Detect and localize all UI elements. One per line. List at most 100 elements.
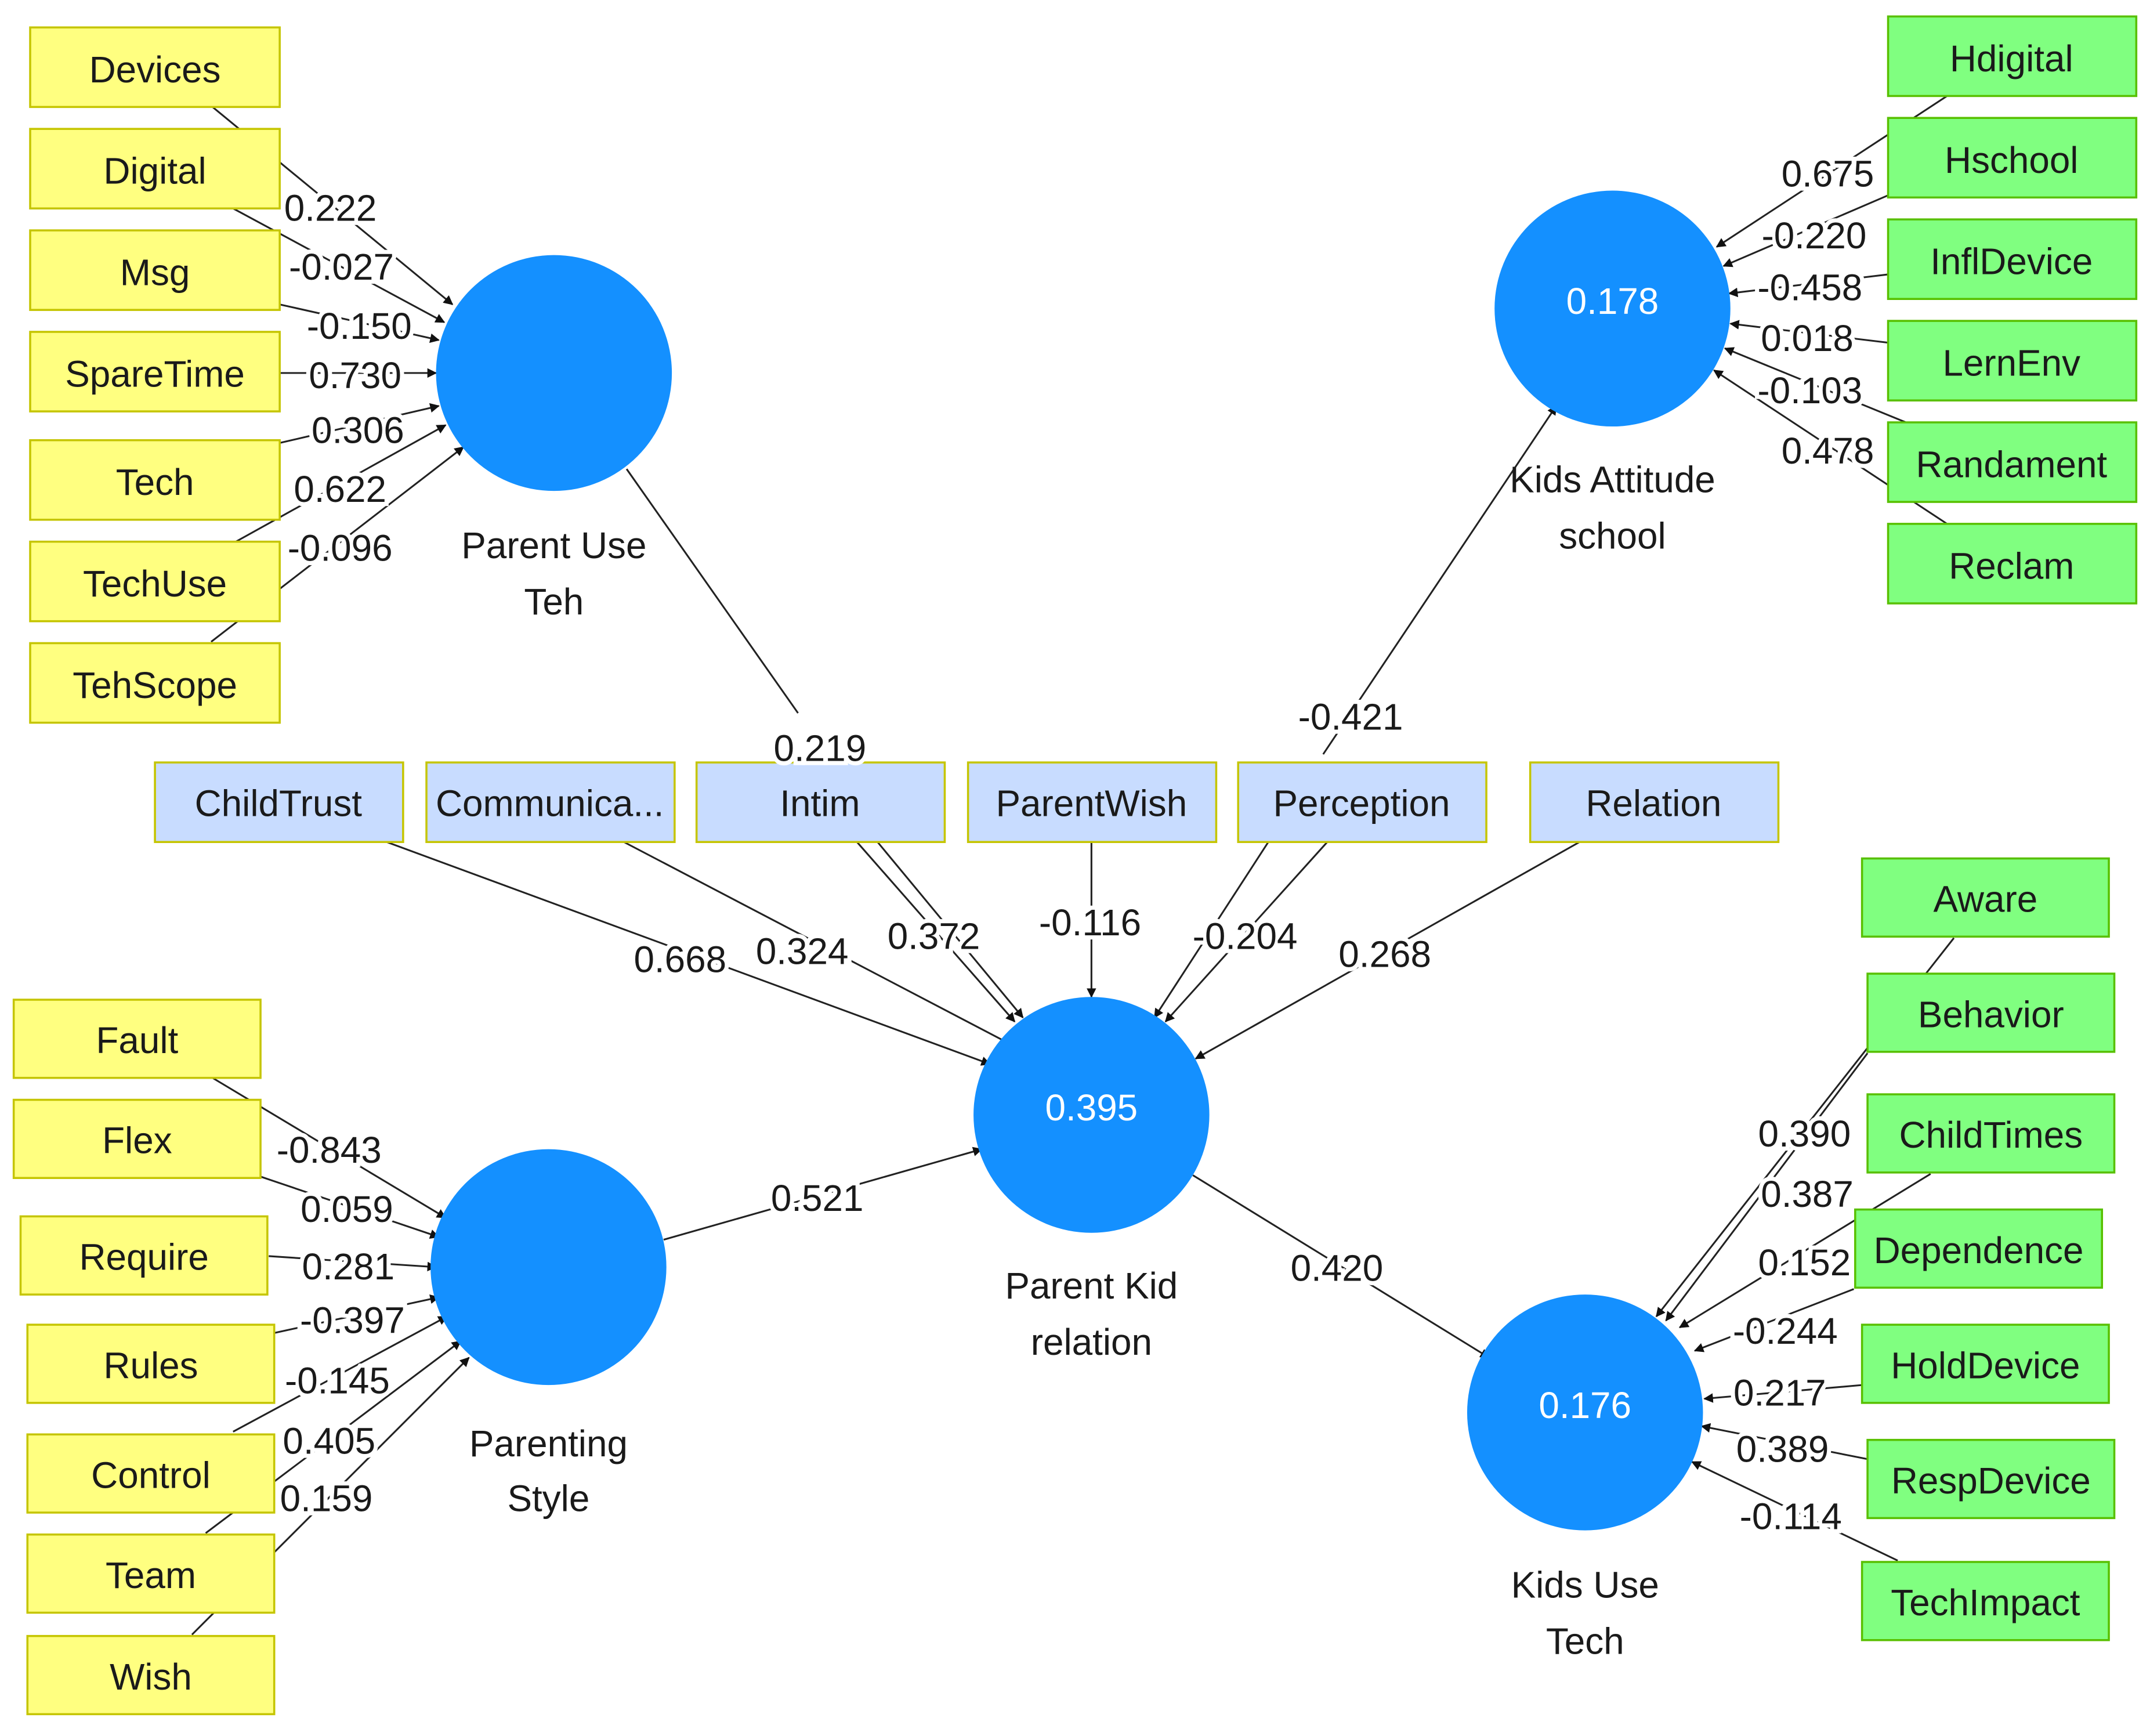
svg-text:Fault: Fault (96, 1019, 178, 1061)
weight-label: 0.389 (1736, 1428, 1829, 1470)
svg-text:Randament: Randament (1916, 443, 2107, 485)
weight-label: 0.222 (284, 187, 377, 229)
weight-label: 0.324 (756, 931, 849, 972)
weight-label: 0.152 (1758, 1242, 1851, 1283)
weight-label: 0.306 (312, 409, 404, 451)
indicator-team[interactable]: Team (26, 1533, 276, 1614)
path-coefficient: 0.420 (1291, 1247, 1384, 1289)
indicator-tehscope[interactable]: TehScope (29, 642, 281, 724)
svg-text:Control: Control (91, 1454, 211, 1496)
indicator-fault[interactable]: Fault (12, 999, 262, 1079)
svg-text:SpareTime: SpareTime (65, 353, 245, 395)
latent-construct-kids-attitude-school[interactable]: 0.178 Kids Attitude school (1494, 190, 1731, 557)
svg-text:Hschool: Hschool (1945, 139, 2079, 181)
svg-text:Rules: Rules (103, 1344, 198, 1386)
svg-text:HoldDevice: HoldDevice (1891, 1344, 2080, 1386)
indicator-hdigital[interactable]: Hdigital (1887, 15, 2138, 97)
indicator-reclam[interactable]: Reclam (1887, 523, 2138, 605)
r-squared-value: 0.395 (1045, 1087, 1138, 1129)
svg-text:RespDevice: RespDevice (1891, 1460, 2091, 1502)
weight-label: -0.220 (1761, 215, 1866, 256)
weight-label: 0.059 (301, 1188, 393, 1230)
svg-text:Flex: Flex (102, 1120, 172, 1162)
weight-label: 0.668 (634, 939, 726, 981)
svg-text:Hdigital: Hdigital (1950, 38, 2073, 79)
indicator-dependence[interactable]: Dependence (1854, 1208, 2104, 1289)
weight-labels: 0.222 -0.027 -0.150 0.730 0.306 0.622 -0… (273, 149, 1878, 1541)
svg-text:Devices: Devices (89, 49, 221, 91)
r-squared-value: 0.176 (1539, 1384, 1631, 1426)
latent-construct-parenting-style[interactable]: Parenting Style (430, 1149, 667, 1520)
construct-name-line1: Kids Attitude (1510, 458, 1715, 500)
indicator-perception[interactable]: Perception (1237, 761, 1487, 843)
weight-label: -0.096 (288, 527, 393, 569)
construct-name-line1: Parent Use (461, 525, 646, 566)
connector-lines (191, 95, 1955, 1636)
indicator-intim[interactable]: Intim (695, 761, 946, 843)
indicator-childtimes[interactable]: ChildTimes (1866, 1093, 2116, 1174)
weight-label: 0.405 (283, 1420, 375, 1462)
weight-label: 0.268 (1338, 933, 1431, 975)
svg-text:Behavior: Behavior (1918, 993, 2064, 1035)
svg-text:Digital: Digital (103, 150, 206, 192)
weight-label: 0.675 (1782, 153, 1874, 194)
svg-text:LernEnv: LernEnv (1942, 342, 2080, 384)
svg-text:Reclam: Reclam (1949, 545, 2074, 587)
indicator-parentwish[interactable]: ParentWish (967, 761, 1218, 843)
latent-construct-parent-use-teh[interactable]: Parent Use Teh (436, 255, 672, 623)
indicator-sparetime[interactable]: SpareTime (29, 331, 281, 413)
construct-name-line1: Parenting (469, 1423, 628, 1464)
svg-text:Perception: Perception (1273, 782, 1450, 824)
indicator-require[interactable]: Require (19, 1215, 269, 1296)
weight-label: -0.204 (1193, 916, 1298, 957)
weight-label: 0.622 (294, 468, 386, 510)
path-coefficient: 0.521 (771, 1177, 864, 1219)
indicator-aware[interactable]: Aware (1861, 857, 2110, 938)
weight-label: -0.244 (1733, 1310, 1838, 1352)
weight-label: 0.730 (309, 355, 401, 396)
indicator-respdevice[interactable]: RespDevice (1866, 1438, 2116, 1520)
indicator-wish[interactable]: Wish (26, 1634, 276, 1716)
svg-text:Dependence: Dependence (1874, 1229, 2084, 1271)
indicator-randament[interactable]: Randament (1887, 421, 2138, 503)
latent-construct-kids-use-tech[interactable]: 0.176 Kids Use Tech (1467, 1294, 1703, 1662)
indicator-communication[interactable]: Communica... (425, 761, 676, 843)
construct-name-line2: Style (507, 1478, 589, 1520)
weight-label: -0.458 (1757, 267, 1862, 309)
indicator-digital[interactable]: Digital (29, 128, 281, 210)
indicator-tech[interactable]: Tech (29, 439, 281, 521)
svg-text:ChildTimes: ChildTimes (1899, 1114, 2083, 1156)
indicator-infldevice[interactable]: InflDevice (1887, 218, 2138, 301)
latent-construct-parent-kid-relation[interactable]: 0.395 Parent Kid relation (973, 997, 1210, 1363)
indicator-hschool[interactable]: Hschool (1887, 117, 2138, 199)
construct-name-line1: Parent Kid (1005, 1265, 1178, 1307)
indicator-childtrust[interactable]: ChildTrust (154, 761, 404, 843)
weight-label: 0.387 (1761, 1173, 1854, 1215)
weight-label: -0.397 (300, 1299, 405, 1341)
svg-text:Team: Team (106, 1554, 196, 1596)
svg-text:Tech: Tech (116, 461, 194, 503)
indicator-rules[interactable]: Rules (26, 1323, 276, 1404)
r-squared-value: 0.178 (1566, 280, 1659, 322)
weight-label: 0.390 (1758, 1113, 1851, 1155)
indicator-techimpact[interactable]: TechImpact (1861, 1561, 2110, 1641)
indicator-lernenv[interactable]: LernEnv (1887, 320, 2138, 402)
indicator-techuse[interactable]: TechUse (29, 540, 281, 623)
indicator-flex[interactable]: Flex (12, 1098, 262, 1180)
svg-text:Require: Require (79, 1236, 208, 1278)
weight-label: -0.843 (277, 1129, 382, 1171)
construct-name-line2: school (1559, 515, 1666, 556)
svg-text:InflDevice: InflDevice (1930, 241, 2093, 283)
weight-label: 0.018 (1761, 317, 1854, 359)
indicator-holddevice[interactable]: HoldDevice (1861, 1323, 2110, 1404)
svg-text:Communica...: Communica... (436, 782, 664, 824)
svg-text:ChildTrust: ChildTrust (195, 782, 363, 824)
construct-name-line2: relation (1031, 1321, 1152, 1363)
indicator-control[interactable]: Control (26, 1433, 276, 1514)
indicator-relation[interactable]: Relation (1529, 761, 1780, 843)
svg-text:Msg: Msg (120, 252, 190, 294)
indicator-msg[interactable]: Msg (29, 229, 281, 311)
indicator-behavior[interactable]: Behavior (1866, 972, 2116, 1053)
indicator-devices[interactable]: Devices (29, 26, 281, 108)
path-coefficient: 0.219 (774, 728, 867, 769)
